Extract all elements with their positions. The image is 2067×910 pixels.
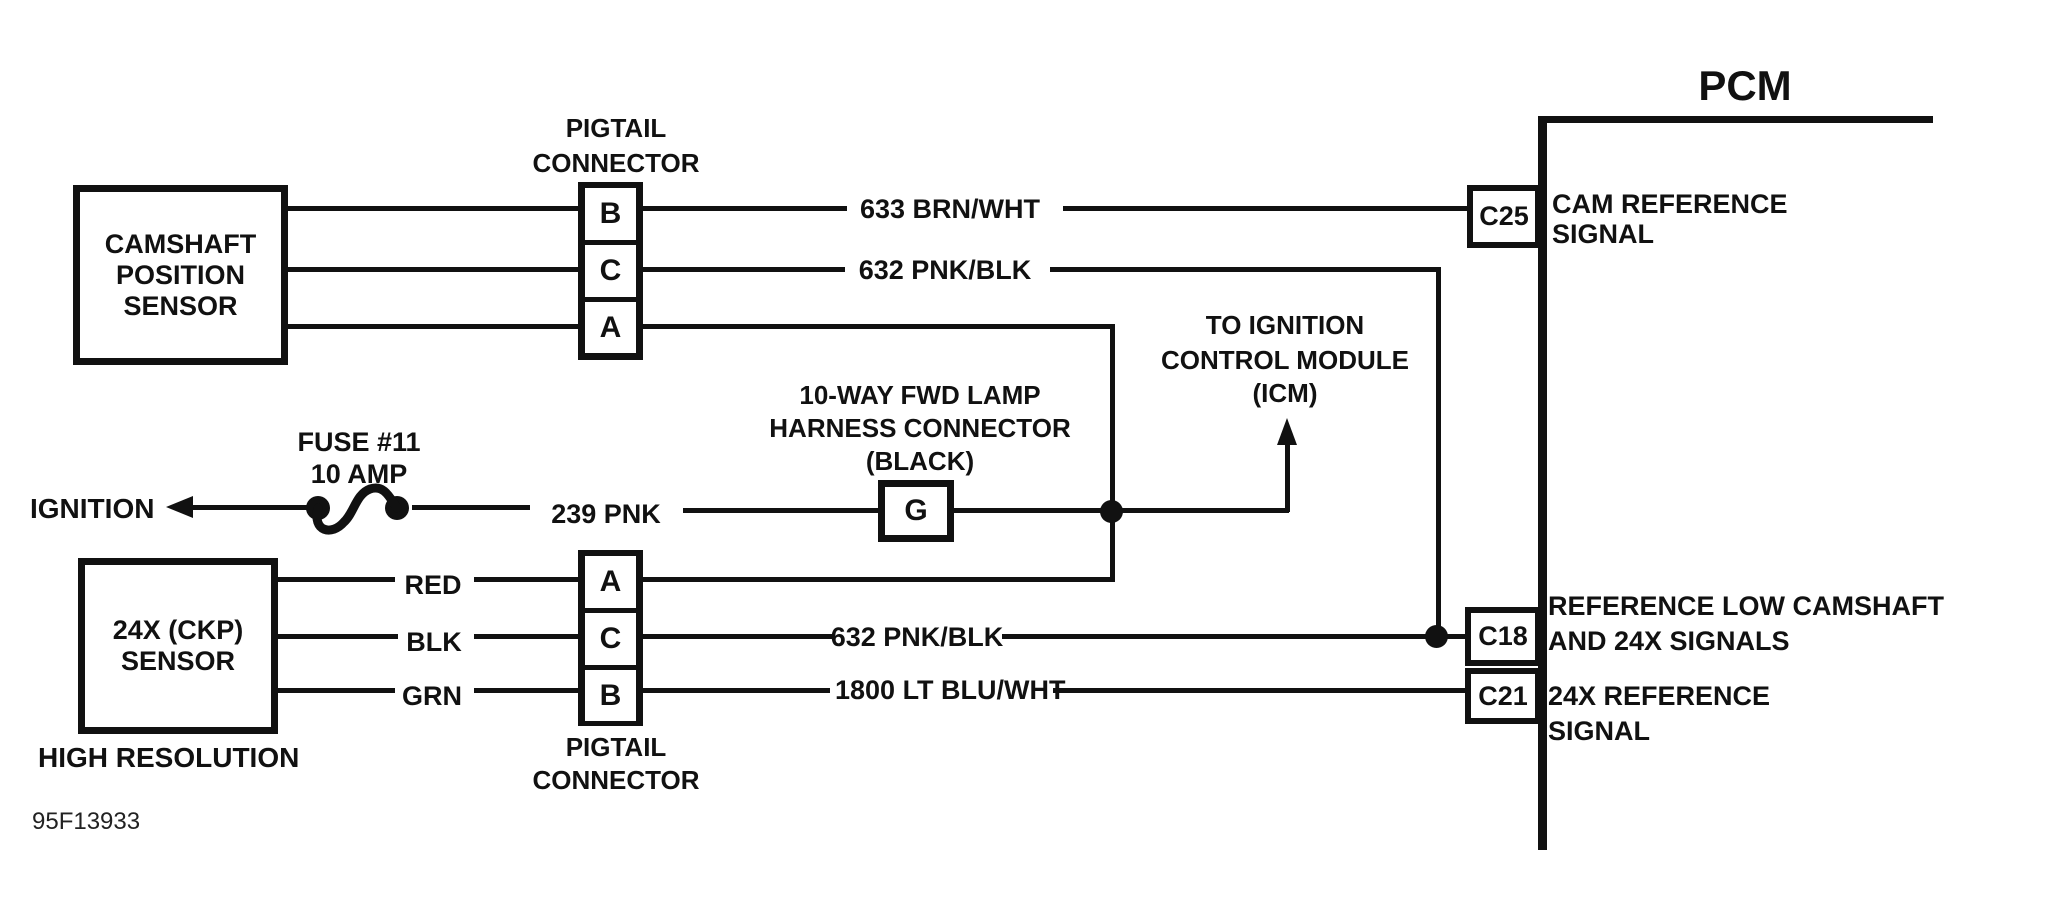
bottom-pigtail-pin-c: C bbox=[585, 613, 636, 665]
top-pigtail-label-line2: CONNECTOR bbox=[532, 148, 700, 178]
wire-grn-seg1 bbox=[278, 688, 395, 693]
wire-239-label: 239 PNK bbox=[551, 499, 661, 529]
ckp-sensor-box: 24X (CKP) SENSOR bbox=[78, 558, 278, 734]
wire-632bot-seg2 bbox=[1002, 634, 1465, 639]
c18-junction-dot bbox=[1425, 625, 1448, 648]
fuse-label-line2: 10 AMP bbox=[310, 459, 408, 489]
harness-label-line2: HARNESS CONNECTOR bbox=[769, 413, 1071, 443]
ckp-sensor-label-line2: SENSOR bbox=[120, 646, 236, 676]
wire-a-right bbox=[643, 324, 1115, 329]
wire-cam-b-left bbox=[288, 206, 578, 211]
c18-desc-line1: REFERENCE LOW CAMSHAFT bbox=[1548, 591, 1944, 621]
harness-label-line3: (BLACK) bbox=[865, 446, 975, 476]
wire-632top-seg1 bbox=[643, 267, 845, 272]
camshaft-sensor-label-line1: CAMSHAFT bbox=[104, 228, 257, 259]
ignition-junction-dot bbox=[1100, 500, 1123, 523]
c18-desc-line2: AND 24X SIGNALS bbox=[1548, 626, 1790, 656]
c21-desc-line1: 24X REFERENCE bbox=[1548, 681, 1771, 711]
fuse-symbol-icon bbox=[306, 483, 409, 535]
wire-blk-seg1 bbox=[278, 634, 398, 639]
bottom-pigtail-label-line1: PIGTAIL bbox=[565, 732, 667, 762]
ignition-junction-vertical bbox=[1110, 324, 1115, 582]
pcm-terminal-c18: C18 bbox=[1465, 607, 1541, 666]
wire-632bot-seg1 bbox=[643, 634, 832, 639]
wire-grn-seg2 bbox=[474, 688, 578, 693]
icm-label-line1: TO IGNITION bbox=[1205, 310, 1365, 340]
ignition-label: IGNITION bbox=[30, 493, 155, 524]
wire-red-seg2 bbox=[474, 577, 578, 582]
pcm-title: PCM bbox=[1698, 62, 1792, 109]
wire-1800-seg1 bbox=[643, 688, 830, 693]
icm-label-line3: (ICM) bbox=[1252, 378, 1318, 408]
top-pigtail-pin-b: B bbox=[585, 188, 636, 240]
wire-blk-seg2 bbox=[474, 634, 578, 639]
bottom-pigtail-pin-a: A bbox=[585, 556, 636, 608]
pcm-terminal-c25: C25 bbox=[1467, 185, 1541, 248]
wire-632bot-label: 632 PNK/BLK bbox=[830, 622, 1004, 652]
top-pigtail-label-line1: PIGTAIL bbox=[565, 113, 667, 143]
icm-arrowhead-icon bbox=[1277, 418, 1297, 445]
wire-red-label: RED bbox=[404, 570, 462, 600]
bottom-pigtail-connector: A C B bbox=[578, 550, 643, 726]
wire-icm-branch bbox=[1112, 508, 1289, 513]
c21-desc-line2: SIGNAL bbox=[1548, 716, 1651, 746]
wire-239-seg2 bbox=[683, 508, 878, 513]
ignition-arrowhead-icon bbox=[166, 496, 193, 518]
pcm-left-bar bbox=[1538, 116, 1547, 850]
wire-1800-label: 1800 LT BLU/WHT bbox=[835, 675, 1066, 705]
top-pigtail-pin-c: C bbox=[585, 245, 636, 297]
bottom-pigtail-pin-b: B bbox=[585, 670, 636, 721]
wire-239-seg3 bbox=[954, 508, 1114, 513]
top-pigtail-connector: B C A bbox=[578, 182, 643, 360]
ckp-sensor-label-line1: 24X (CKP) bbox=[112, 615, 244, 645]
wire-cam-a-left bbox=[288, 324, 578, 329]
wire-cam-c-left bbox=[288, 267, 578, 272]
wire-633-label: 633 BRN/WHT bbox=[859, 194, 1041, 224]
icm-label-line2: CONTROL MODULE bbox=[1161, 345, 1409, 375]
wire-632top-seg2 bbox=[1050, 267, 1441, 272]
harness-label-line1: 10-WAY FWD LAMP bbox=[799, 380, 1041, 410]
wire-ignition-arrow bbox=[188, 505, 310, 510]
wire-blk-label: BLK bbox=[406, 627, 462, 657]
camshaft-sensor-label-line2: POSITION bbox=[115, 259, 245, 290]
high-resolution-label: HIGH RESOLUTION bbox=[38, 742, 300, 773]
wire-239-seg1 bbox=[412, 505, 530, 510]
wire-grn-label: GRN bbox=[402, 681, 462, 711]
camshaft-sensor-label-line3: SENSOR bbox=[123, 290, 238, 321]
wire-red-right bbox=[643, 577, 1115, 582]
pcm-top-line bbox=[1538, 116, 1933, 123]
pcm-terminal-c21: C21 bbox=[1465, 668, 1541, 724]
camshaft-position-sensor-box: CAMSHAFT POSITION SENSOR bbox=[73, 185, 288, 365]
wire-632top-label: 632 PNK/BLK bbox=[858, 255, 1032, 285]
wire-red-seg1 bbox=[278, 577, 395, 582]
bottom-pigtail-label-line2: CONNECTOR bbox=[532, 765, 700, 795]
top-pigtail-pin-a: A bbox=[585, 302, 636, 353]
fuse-label-line1: FUSE #11 bbox=[297, 427, 421, 457]
figure-id: 95F13933 bbox=[32, 808, 141, 835]
wire-1800-seg2 bbox=[1053, 688, 1465, 693]
c25-desc-line2: SIGNAL bbox=[1552, 219, 1655, 249]
wire-632-vertical bbox=[1436, 267, 1441, 639]
wire-icm-vertical bbox=[1285, 440, 1290, 512]
wire-633-seg2 bbox=[1063, 206, 1467, 211]
wire-633-seg1 bbox=[643, 206, 847, 211]
harness-pin-g-box: G bbox=[878, 480, 954, 542]
c25-desc-line1: CAM REFERENCE bbox=[1552, 189, 1788, 219]
